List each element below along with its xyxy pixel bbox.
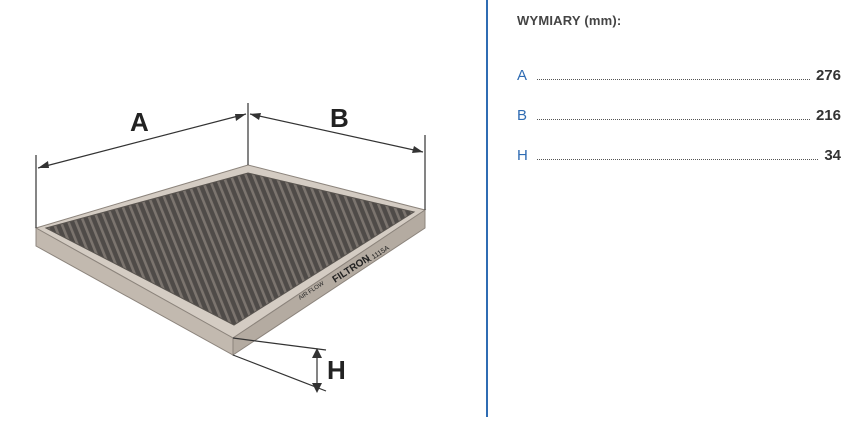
- filter-diagram: FILTRON K 1115A AIR FLOW A B H: [34, 103, 427, 393]
- dimension-row-b: B 216: [517, 104, 841, 124]
- dimension-label: B: [517, 107, 528, 124]
- filter-pleated-media: [44, 172, 416, 326]
- dim-a-line: [37, 113, 247, 169]
- dot-leader: [537, 79, 810, 80]
- dim-a-label: A: [130, 107, 149, 137]
- dimension-row-h: H 34: [517, 144, 841, 164]
- dot-leader: [537, 159, 819, 160]
- dim-b-arrow-right: [412, 146, 423, 153]
- dim-a-arrow-left: [38, 161, 49, 168]
- dimension-row-a: A 276: [517, 64, 841, 84]
- dimension-value: 216: [815, 107, 841, 124]
- dot-leader: [537, 119, 810, 120]
- filter-right-side: [232, 209, 426, 356]
- filter-illustration: FILTRON K 1115A AIR FLOW A B H: [34, 103, 427, 393]
- dimension-value: 276: [815, 67, 841, 84]
- dimensions-heading: WYMIARY (mm):: [517, 13, 622, 28]
- panel-divider: [486, 0, 488, 417]
- dim-h-arrow-top: [312, 348, 322, 358]
- dimension-label: H: [517, 147, 528, 164]
- dimensions-panel: WYMIARY (mm): A 276 B 216 H 34: [488, 0, 859, 417]
- dim-b-line: [249, 113, 424, 153]
- dimension-label: A: [517, 67, 528, 84]
- dim-b-label: B: [330, 103, 349, 133]
- dim-h-label: H: [327, 355, 346, 385]
- dim-h-ext-bottom: [232, 354, 327, 392]
- dim-h-arrow-bottom: [312, 383, 322, 393]
- dim-h-ext-top: [232, 337, 327, 351]
- dimension-value: 34: [824, 147, 841, 164]
- dim-b-arrow-left: [250, 113, 261, 120]
- dim-a-arrow-right: [235, 114, 246, 121]
